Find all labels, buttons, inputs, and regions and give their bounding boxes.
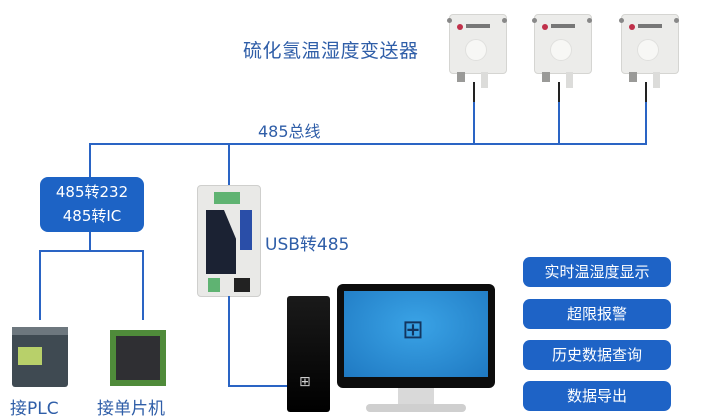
pc-tower-image: ⊞: [287, 296, 330, 412]
converter-line-2: 485转IC: [62, 207, 122, 225]
branch-line: [39, 250, 144, 252]
feature-realtime-display: 实时温湿度显示: [523, 257, 671, 287]
sensor-cable-1: [473, 82, 475, 102]
branch-mcu: [142, 250, 144, 320]
drop-usb: [228, 143, 230, 185]
usb-converter-image: [197, 185, 261, 297]
mcu-label: 接单片机: [97, 399, 165, 419]
feature-data-export: 数据导出: [523, 381, 671, 411]
mcu-image: [110, 330, 166, 386]
bus-label: 485总线: [258, 122, 321, 141]
converter-box: 485转232 485转IC: [40, 177, 144, 232]
bus-line: [89, 143, 647, 145]
feature-history-query: 历史数据查询: [523, 340, 671, 370]
converter-line-1: 485转232: [55, 183, 129, 201]
plc-image: [12, 327, 68, 387]
sensor-1: [447, 14, 507, 88]
monitor-image: ⊞: [337, 284, 495, 388]
usb-label: USB转485: [265, 235, 350, 255]
branch-plc: [39, 250, 41, 320]
drop-sensor-2: [558, 102, 560, 144]
monitor-stand: [398, 388, 434, 406]
diagram-title: 硫化氢温湿度变送器: [243, 40, 419, 62]
feature-over-limit-alarm: 超限报警: [523, 299, 671, 329]
plc-label: 接PLC: [10, 399, 59, 419]
sensor-cable-2: [558, 82, 560, 102]
sensor-2: [532, 14, 592, 88]
converter-down-line: [89, 232, 91, 251]
drop-converter: [89, 143, 91, 178]
usb-to-pc-line-v: [228, 296, 230, 386]
monitor-base: [366, 404, 466, 412]
windows-logo-icon: ⊞: [402, 315, 424, 345]
sensor-cable-3: [645, 82, 647, 102]
usb-to-pc-line-h: [228, 385, 288, 387]
windows-logo-icon: ⊞: [299, 374, 311, 390]
drop-sensor-1: [473, 102, 475, 144]
sensor-3: [619, 14, 679, 88]
drop-sensor-3: [645, 102, 647, 144]
